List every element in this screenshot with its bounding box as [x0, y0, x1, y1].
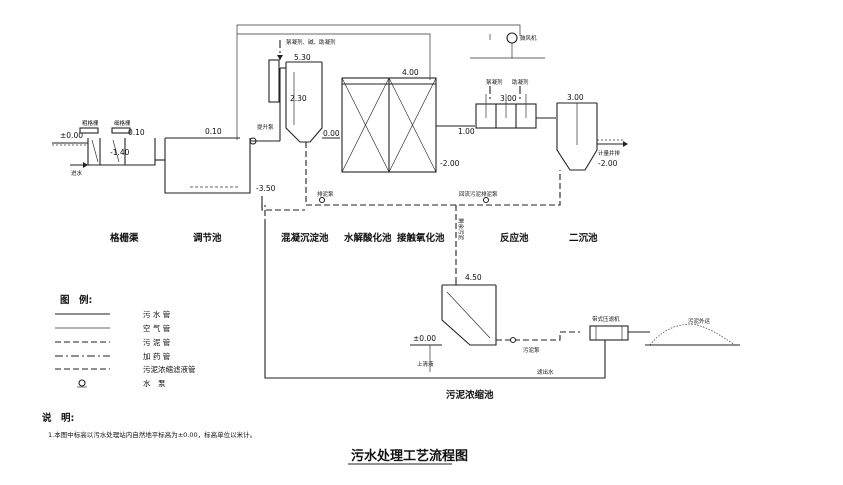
notes: 说 明: 1.本图中标高以污水处理站内自然地平标高为±0.00，标高单位以米计。 [42, 412, 256, 439]
sludge-out-label: 污泥外运 [688, 317, 711, 325]
grille-top-elev: 0.10 [128, 128, 145, 137]
coag-bottom-elev: 0.00 [323, 129, 340, 138]
equalization-bottom-elev: -3.50 [256, 184, 276, 193]
coagulation-label: 混凝沉淀池 [281, 232, 329, 244]
contact-label: 接触氧化池 [397, 232, 445, 244]
coag-top-elev: 5.30 [294, 53, 311, 62]
equalization-label: 调节池 [193, 232, 222, 244]
filter-press-label: 带式压滤机 [592, 315, 620, 323]
equalization-top-elev: 0.10 [205, 127, 222, 136]
thickener-ground-elev: ±0.00 [413, 334, 436, 343]
supernatant-label: 上清液 [417, 360, 434, 368]
note-heading: 说 明: [42, 412, 74, 424]
secondary-bottom-elev: -2.00 [598, 159, 618, 168]
legend-item-dosing: 加 药 管 [143, 351, 171, 361]
filter-press-area: 污泥泵 带式压滤机 污泥外运 [496, 315, 740, 354]
legend-heading: 图 例: [60, 294, 92, 306]
dosing-top-label: 絮凝剂、碱、助凝剂 [286, 38, 336, 46]
filtrate-return: 滤出水 [264, 205, 606, 379]
legend-item-sewage: 污 水 管 [143, 309, 171, 319]
legend: 图 例: 污 水 管 空 气 管 污 泥 管 加 药 管 污泥浓缩滤液管 水 泵 [55, 294, 196, 388]
ground-elevation: ±0.00 [60, 131, 83, 140]
secondary-label: 二沉池 [569, 232, 598, 244]
thickener-top-elev: 4.50 [465, 273, 482, 282]
reaction-label: 反应池 [500, 232, 529, 244]
sludge-pipes: 排泥泵 排泥泵 回流污泥 剩余污泥 [261, 142, 561, 280]
outlet-well-label: 计量井排 [598, 149, 621, 157]
inlet-label: 进水 [71, 169, 83, 177]
legend-item-filtrate: 污泥浓缩滤液管 [143, 364, 196, 374]
sludge-thickener: 4.50 ±0.00 上清液 污泥浓缩池 [410, 273, 497, 401]
inlet-area: 进水 ±0.00 [52, 131, 88, 177]
legend-item-sludge: 污 泥 管 [143, 337, 171, 347]
hydro-top-elev: 4.00 [402, 68, 419, 77]
secondary-top-elev: 3.00 [567, 93, 584, 102]
residual-sludge-label: 剩余污泥 [457, 218, 465, 241]
air-pipe: 鼓风机 [236, 24, 545, 140]
legend-item-pump: 水 泵 [143, 378, 166, 388]
reaction-tank: 絮凝剂 助凝剂 3.00 反应池 [475, 78, 556, 244]
lift-pump-label: 提升泵 [257, 123, 274, 131]
filtrate-label: 滤出水 [537, 368, 554, 376]
coag-mid-elev: 2.30 [290, 94, 307, 103]
lift-pump: 提升泵 [249, 67, 286, 145]
hydrolysis-contact-tank: 4.00 -2.00 1.00 水解酸化池 接触氧化池 [341, 68, 475, 244]
hydro-bottom-elev: -2.00 [440, 159, 460, 168]
flocculant-label: 絮凝剂 [486, 78, 503, 86]
grille-bottom-elev: -1.40 [110, 148, 130, 157]
reaction-top-elev: 3.00 [500, 94, 517, 103]
grille-channel: 粗格栅 细格栅 0.10 -1.40 格栅渠 [79, 119, 156, 244]
return-sludge-label: 回流污泥 [459, 190, 482, 198]
drawing-title: 污水处理工艺流程图 [351, 448, 468, 464]
equalization-tank: 0.10 -3.50 调节池 [155, 127, 276, 244]
coagulation-tank: 5.30 2.30 0.00 絮凝剂、碱、助凝剂 混凝沉淀池 [268, 38, 340, 244]
drain-pump-2-label: 排泥泵 [481, 190, 498, 198]
hydrolysis-label: 水解酸化池 [344, 232, 392, 244]
note-text: 1.本图中标高以污水处理站内自然地平标高为±0.00，标高单位以米计。 [48, 430, 256, 439]
thickener-label: 污泥浓缩池 [446, 389, 494, 401]
legend-item-air: 空 气 管 [143, 323, 171, 333]
grille-label: 格栅渠 [110, 232, 139, 244]
coarse-screen-label: 粗格栅 [82, 119, 99, 127]
drain-pump-1-label: 排泥泵 [317, 190, 334, 198]
blower-label: 鼓风机 [520, 34, 537, 42]
sludge-pump-label: 污泥泵 [523, 346, 540, 354]
coagulant-aid-label: 助凝剂 [512, 78, 529, 86]
contact-out-elev: 1.00 [458, 127, 475, 136]
fine-screen-label: 细格栅 [114, 119, 131, 127]
secondary-tank: 3.00 -2.00 计量井排 二沉池 [556, 93, 628, 244]
